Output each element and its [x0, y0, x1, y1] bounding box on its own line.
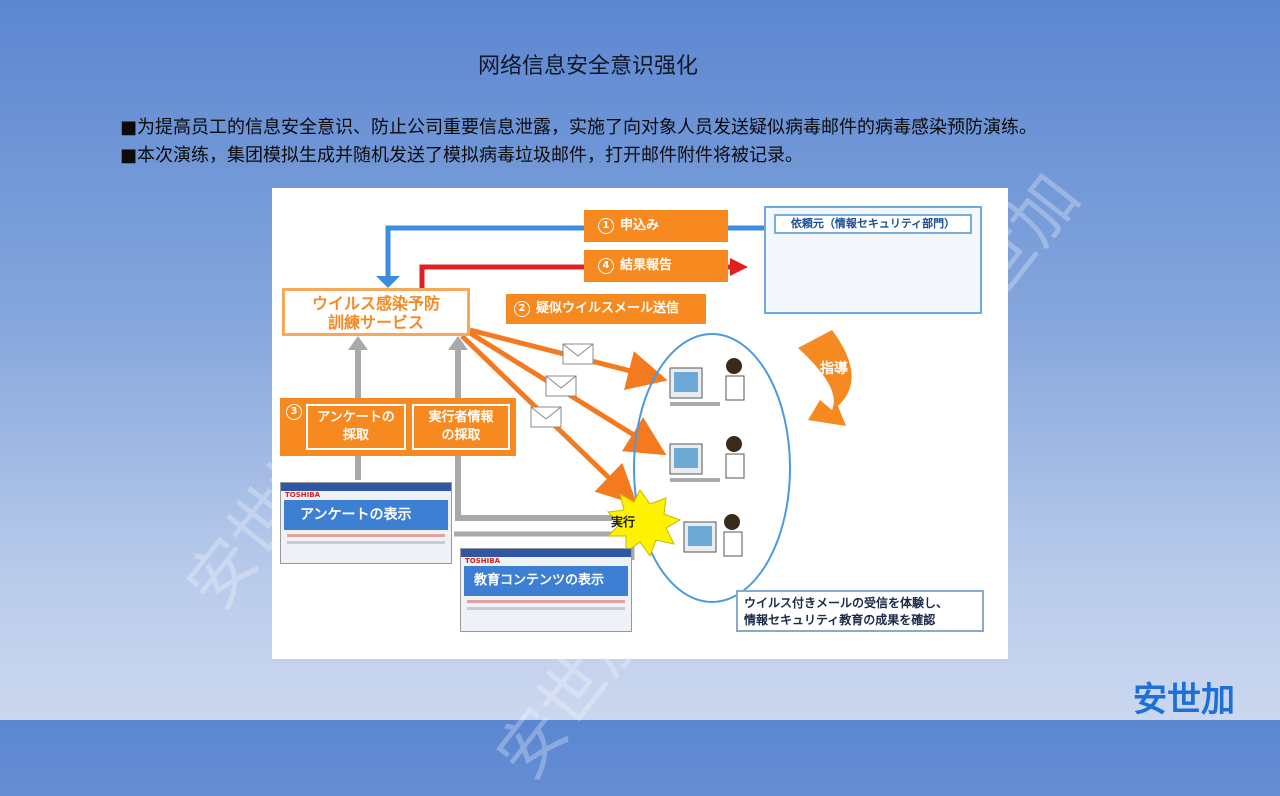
- brand-logo: 安世加: [1133, 680, 1235, 720]
- content-screen-banner: 教育コンテンツの表示: [464, 566, 628, 596]
- step-report-label: 結果報告: [620, 258, 673, 273]
- step-report: 4 結果報告: [584, 250, 728, 282]
- request-arrow-head: [376, 276, 400, 288]
- survey-collect-line: アンケートの: [317, 410, 395, 425]
- screen-titlebar: [281, 483, 451, 491]
- training-service-line: ウイルス感染予防: [311, 294, 440, 313]
- step-request-label: 申込み: [620, 218, 660, 233]
- client-department-title: 依頼元（情報セキュリティ部門）: [774, 214, 972, 234]
- text-line: [467, 607, 625, 610]
- step-number: 2: [514, 300, 530, 317]
- bullet-list: ■为提高员工的信息安全意识、防止公司重要信息泄露，实施了向对象人员发送疑似病毒邮…: [120, 114, 1037, 170]
- survey-collect-box: アンケートの 採取: [306, 404, 406, 450]
- step-request: 1 申込み: [584, 210, 728, 242]
- executor-collect-line: の採取: [441, 428, 481, 443]
- participant-pc-icon: [669, 358, 745, 406]
- execute-burst: [606, 489, 682, 558]
- content-screen: TOSHIBA 教育コンテンツの表示: [460, 548, 632, 632]
- envelope-icon: [530, 343, 594, 428]
- page-title: 网络信息安全意识强化: [477, 54, 698, 79]
- instruct-label: 指導: [820, 361, 848, 377]
- screen-brand: TOSHIBA: [285, 491, 320, 499]
- experience-note-box: ウイルス付きメールの受信を体験し、 情報セキュリティ教育の成果を確認: [736, 590, 984, 632]
- step-collect-group: 3 アンケートの 採取 実行者情報 の採取: [280, 398, 516, 456]
- screen-titlebar: [461, 549, 631, 557]
- executor-collect-line: 実行者情報: [428, 410, 494, 425]
- experience-note-line: 情報セキュリティ教育の成果を確認: [744, 613, 936, 627]
- training-service-line: 訓練サービス: [327, 313, 424, 332]
- step-number: 3: [286, 404, 302, 420]
- executor-collect-box: 実行者情報 の採取: [412, 404, 510, 450]
- survey-screen-banner: アンケートの表示: [284, 500, 448, 530]
- step-number: 4: [598, 257, 614, 274]
- text-line: [287, 534, 445, 537]
- instruct-arrow: [798, 330, 852, 426]
- execute-label: 実行: [611, 515, 636, 529]
- step-mail-send-label: 疑似ウイルスメール送信: [536, 301, 680, 316]
- text-line: [467, 600, 625, 603]
- participants-oval: [633, 333, 791, 603]
- participant-pc-icon: [669, 436, 745, 482]
- participant-pc-icon: [683, 514, 743, 557]
- step-mail-send: 2 疑似ウイルスメール送信: [506, 294, 706, 324]
- screen-brand: TOSHIBA: [465, 557, 500, 565]
- report-arrow-head: [730, 258, 748, 276]
- text-line: [287, 541, 445, 544]
- training-service-box: ウイルス感染予防 訓練サービス: [282, 288, 470, 336]
- client-department-box: 依頼元（情報セキュリティ部門）: [764, 206, 982, 314]
- survey-screen: TOSHIBA アンケートの表示: [280, 482, 452, 564]
- bullet-item: ■为提高员工的信息安全意识、防止公司重要信息泄露，实施了向对象人员发送疑似病毒邮…: [120, 117, 1038, 138]
- survey-collect-line: 採取: [342, 428, 369, 443]
- bullet-item: ■本次演练，集团模拟生成并随机发送了模拟病毒垃圾邮件，打开邮件附件将被记录。: [120, 145, 804, 166]
- experience-note-line: ウイルス付きメールの受信を体験し、: [744, 596, 949, 610]
- step-number: 1: [598, 217, 614, 234]
